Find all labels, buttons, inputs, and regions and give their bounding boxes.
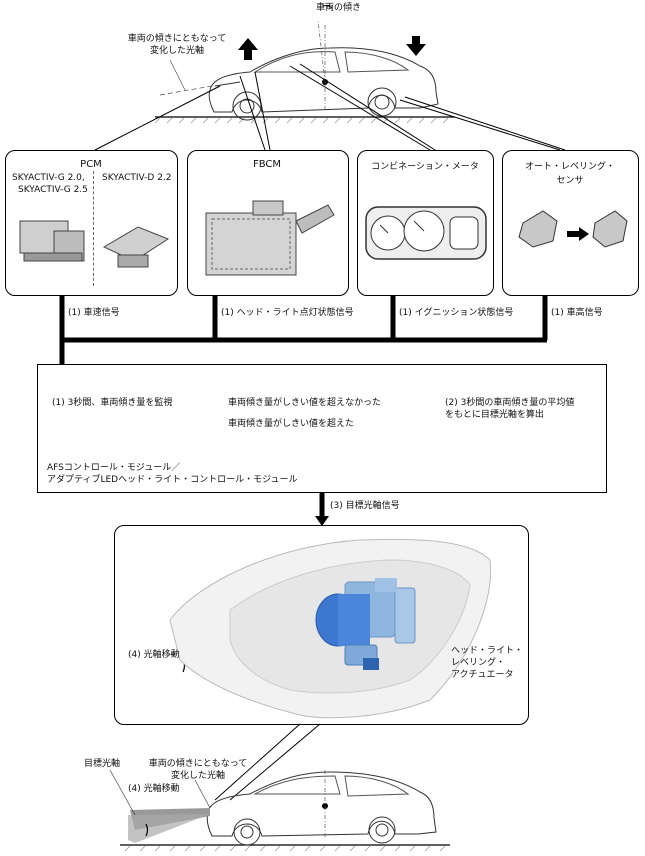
signal-ignition: (1) イグニッション状態信号 bbox=[399, 308, 514, 318]
bottom-axis-label-1: 車両の傾きにともなって bbox=[148, 759, 248, 769]
pcm-sub-left-1: SKYACTIV-G 2.0, bbox=[12, 173, 85, 183]
afs-step1: (1) 3秒間、車両傾き量を監視 bbox=[52, 398, 173, 408]
tilt-label: 車両の傾き bbox=[316, 3, 362, 13]
bottom-axis-label-2: 変化した光軸 bbox=[170, 771, 225, 781]
sensor-title-1: オート・レベリング・ bbox=[524, 162, 615, 172]
lift-arrow-icon bbox=[238, 38, 258, 60]
pcm-unit-g-image bbox=[19, 220, 85, 262]
pcm-box: PCM SKYACTIV-G 2.0, SKYACTIV-G 2.5 SKYAC… bbox=[5, 150, 178, 296]
pcm-sub-left-2: SKYACTIV-G 2.5 bbox=[18, 185, 88, 195]
headlight-assembly bbox=[169, 538, 492, 719]
top-car bbox=[208, 47, 439, 121]
afs-step2-1: (2) 3秒間の車両傾き量の平均値 bbox=[445, 398, 575, 408]
top-axis-label-1: 車両の傾きにともなって bbox=[127, 34, 227, 44]
afs-branch-not-exceed: 車両傾き量がしきい値を超えなかった bbox=[228, 398, 382, 408]
fbcm-unit-image bbox=[205, 200, 335, 276]
actuator-label-3: アクチュエータ bbox=[451, 670, 514, 680]
afs-step2-2: をもとに目標光軸を算出 bbox=[445, 410, 544, 420]
pcm-unit-d-image bbox=[102, 226, 170, 268]
meter-box: コンビネーション・メータ bbox=[357, 150, 494, 296]
headlight-axis-move: (4) 光軸移動 bbox=[128, 650, 180, 660]
pcm-sub-right: SKYACTIV-D 2.2 bbox=[102, 173, 172, 183]
pcm-title: PCM bbox=[80, 159, 102, 170]
afs-branch-exceed: 車両傾き量がしきい値を超えた bbox=[228, 419, 355, 429]
sensor-title-2: センサ bbox=[556, 176, 584, 186]
leveling-sensor-image bbox=[518, 210, 628, 248]
signal-height: (1) 車高信号 bbox=[551, 308, 603, 318]
combination-meter-image bbox=[365, 206, 487, 260]
bottom-car bbox=[206, 771, 437, 846]
afs-module-name-2: アダプティブLEDヘッド・ライト・コントロール・モジュール bbox=[47, 475, 298, 485]
car-to-module-leaders bbox=[94, 63, 566, 151]
fbcm-title: FBCM bbox=[252, 159, 282, 170]
headlight-box bbox=[114, 525, 529, 725]
top-axis-label-2: 変化した光軸 bbox=[149, 46, 204, 56]
top-ground bbox=[154, 116, 455, 124]
actuator-label-1: ヘッド・ライト・ bbox=[451, 646, 524, 656]
drop-arrow-icon bbox=[406, 36, 426, 56]
fbcm-box: FBCM bbox=[187, 150, 349, 296]
signal-speed: (1) 車速信号 bbox=[68, 308, 120, 318]
afs-module-name-1: AFSコントロール・モジュール／ bbox=[47, 463, 181, 473]
signal-headlight-state: (1) ヘッド・ライト点灯状態信号 bbox=[221, 308, 354, 318]
actuator-label-2: レベリング・ bbox=[451, 658, 506, 668]
leveling-sensor-box: オート・レベリング・ センサ bbox=[502, 150, 639, 296]
bottom-target-axis: 目標光軸 bbox=[84, 759, 121, 769]
afs-module-box bbox=[37, 364, 607, 493]
meter-title: コンビネーション・メータ bbox=[371, 162, 479, 172]
signal-target-axis: (3) 目標光軸信号 bbox=[330, 501, 400, 511]
bottom-ground bbox=[120, 844, 450, 852]
bottom-axis-move: (4) 光軸移動 bbox=[128, 784, 180, 794]
